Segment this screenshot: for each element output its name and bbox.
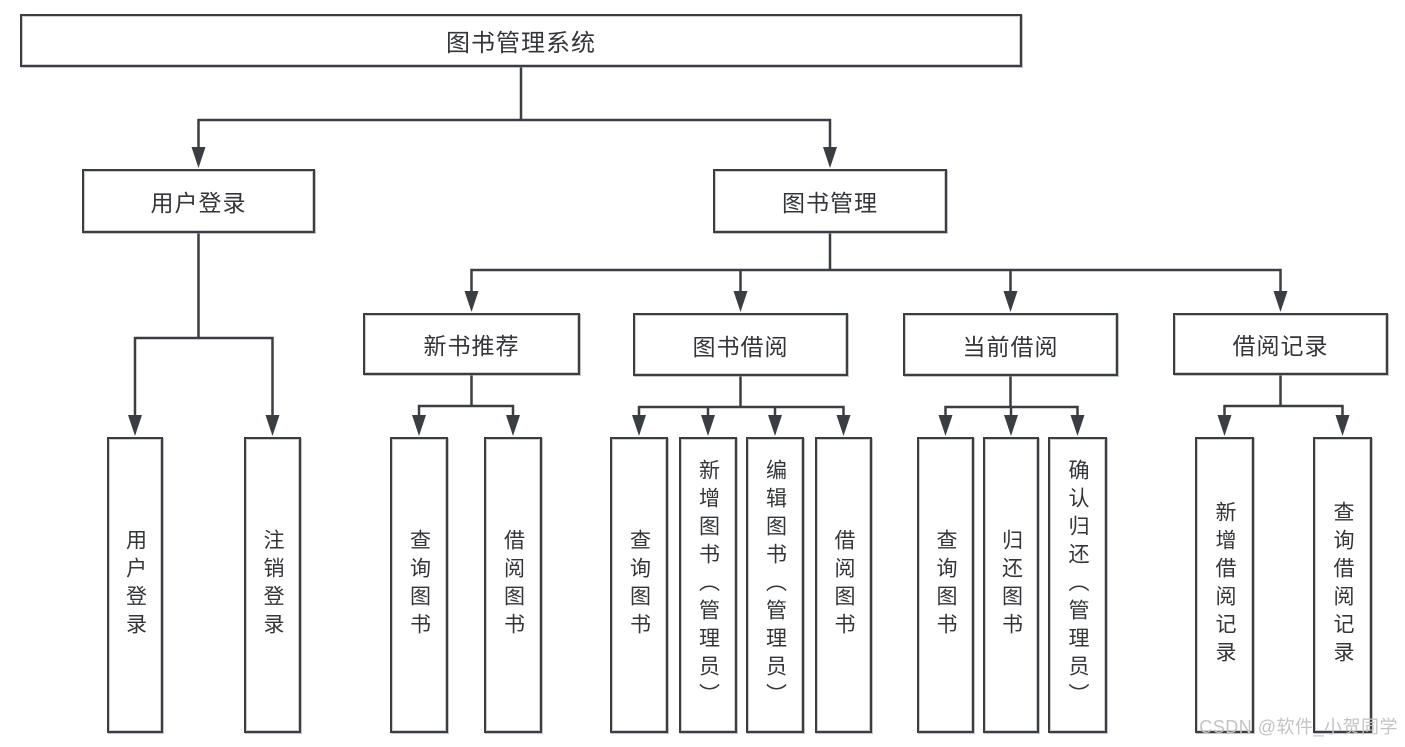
leaf-newbooks-borrow: 借阅图书 <box>484 437 542 733</box>
arrowhead <box>506 415 520 436</box>
arrowhead <box>701 415 715 436</box>
leaf-records-add: 新增借阅记录 <box>1195 437 1254 733</box>
arrowhead <box>412 415 426 436</box>
leaf-newbooks-query-label: 查询图书 <box>407 529 431 641</box>
node-current-borrowing-label: 当前借阅 <box>962 333 1059 360</box>
leaf-logout: 注销登录 <box>244 437 301 733</box>
node-root: 图书管理系统 <box>20 14 1022 67</box>
arrowhead <box>1004 415 1018 436</box>
leaf-borrowing-borrow-book: 借阅图书 <box>815 437 872 733</box>
arrowhead <box>1003 291 1018 312</box>
edge-current-borrow-children <box>944 376 1079 420</box>
arrowhead <box>1217 415 1232 436</box>
edge-root-children <box>197 67 832 150</box>
leaf-newbooks-query: 查询图书 <box>390 437 448 733</box>
node-new-book-recommend: 新书推荐 <box>363 313 580 375</box>
watermark: CSDN @软件_小贺同学 <box>1199 717 1398 737</box>
arrowhead <box>823 147 837 168</box>
leaf-logout-label: 注销登录 <box>261 529 284 641</box>
leaf-newbooks-borrow-label: 借阅图书 <box>501 529 525 641</box>
leaf-current-query-label: 查询图书 <box>934 529 957 641</box>
node-current-borrowing: 当前借阅 <box>903 313 1118 376</box>
node-borrowing-records: 借阅记录 <box>1173 313 1388 375</box>
edge-new-books-children <box>417 375 515 420</box>
leaf-current-return-label: 归还图书 <box>999 529 1023 641</box>
arrowhead <box>768 415 782 436</box>
node-book-management: 图书管理 <box>713 169 947 233</box>
leaf-current-confirm-return: 确认归还（管理员） <box>1048 437 1107 733</box>
arrowhead <box>1335 415 1350 436</box>
node-user-login: 用户登录 <box>82 169 315 233</box>
edge-borrow-records-children <box>1223 375 1344 420</box>
leaf-borrowing-add-book-label: 新增图书（管理员） <box>696 459 720 711</box>
arrowhead <box>1273 291 1288 312</box>
leaf-current-return: 归还图书 <box>983 437 1039 733</box>
leaf-borrowing-add-book: 新增图书（管理员） <box>679 437 737 733</box>
node-root-label: 图书管理系统 <box>446 30 596 57</box>
arrowhead <box>265 415 280 436</box>
leaf-borrowing-edit-book: 编辑图书（管理员） <box>746 437 804 733</box>
leaf-current-query: 查询图书 <box>917 437 974 733</box>
arrowhead <box>836 415 851 436</box>
node-new-book-recommend-label: 新书推荐 <box>423 333 520 359</box>
node-book-management-label: 图书管理 <box>782 190 878 216</box>
edge-book-mgmt-children <box>470 233 1282 294</box>
leaf-records-query: 查询借阅记录 <box>1313 437 1372 733</box>
leaf-borrowing-query: 查询图书 <box>610 437 668 733</box>
leaf-user-login: 用户登录 <box>107 437 163 733</box>
leaf-records-query-label: 查询借阅记录 <box>1331 501 1354 669</box>
arrowhead <box>128 415 142 436</box>
leaf-borrowing-borrow-book-label: 借阅图书 <box>832 529 855 641</box>
arrowhead <box>464 291 479 312</box>
leaf-borrowing-edit-book-label: 编辑图书（管理员） <box>763 459 787 711</box>
arrowhead <box>938 415 953 436</box>
leaf-records-add-label: 新增借阅记录 <box>1213 501 1236 669</box>
node-book-borrowing-label: 图书借阅 <box>692 333 789 360</box>
leaf-user-login-label: 用户登录 <box>123 529 147 641</box>
node-borrowing-records-label: 借阅记录 <box>1232 333 1329 359</box>
node-user-login-label: 用户登录 <box>150 190 247 216</box>
arrowhead <box>1070 415 1085 436</box>
edge-user-login-children <box>133 233 274 418</box>
edge-book-borrow-children <box>637 376 845 420</box>
node-book-borrowing: 图书借阅 <box>633 313 848 376</box>
arrowhead <box>632 415 646 436</box>
leaf-current-confirm-return-label: 确认归还（管理员） <box>1066 459 1089 711</box>
leaf-borrowing-query-label: 查询图书 <box>627 529 651 641</box>
arrowhead <box>733 291 748 312</box>
arrowhead <box>191 147 206 168</box>
